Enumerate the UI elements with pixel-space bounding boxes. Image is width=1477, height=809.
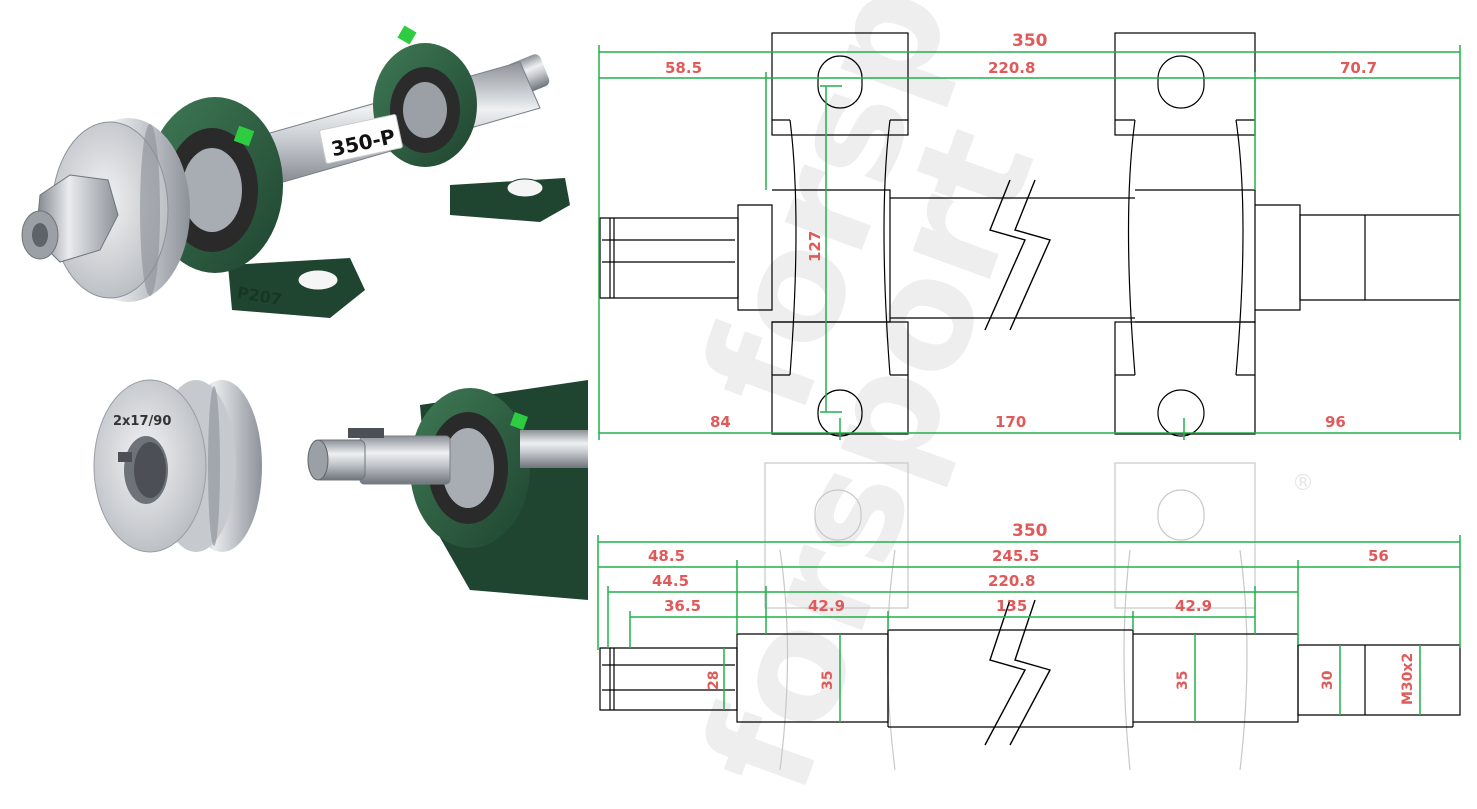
dim-side-overall: 350 — [1012, 521, 1048, 541]
dim-side-row1-right: 56 — [1368, 547, 1389, 565]
pillow-block-right — [373, 25, 570, 222]
watermark: forsport forsport ® — [670, 0, 1314, 809]
dimension-labels-side: 350 48.5 245.5 56 44.5 220.8 36.5 42.9 1… — [648, 521, 1416, 705]
dim-top-upper-middle: 220.8 — [988, 59, 1035, 77]
dim-side-row3-a: 42.9 — [808, 597, 845, 615]
dim-side-row2-left: 44.5 — [652, 572, 689, 590]
drawing-side-view — [764, 462, 1256, 771]
hex-nut — [21, 174, 119, 263]
shaft-side-outline — [599, 599, 1461, 746]
photo-shaft-assembly: 350-P P207 — [21, 25, 570, 318]
dim-top-overall: 350 — [1012, 31, 1048, 51]
dimensions-top — [598, 45, 1461, 440]
dim-side-row3-b: 135 — [996, 597, 1027, 615]
dim-side-row3-left: 36.5 — [664, 597, 701, 615]
dim-top-lower-left: 84 — [710, 413, 731, 431]
housing-right-outline — [1114, 32, 1256, 437]
dim-side-row1-middle: 245.5 — [992, 547, 1039, 565]
dim-top-lower-right: 96 — [1325, 413, 1346, 431]
dim-side-diameter-4: 30 — [1320, 670, 1336, 690]
dimensions-side — [597, 535, 1461, 722]
housing-ghost-outlines — [764, 462, 1256, 771]
dimension-labels-top: 350 58.5 220.8 70.7 84 170 96 127 — [665, 31, 1377, 431]
dim-top-vertical: 127 — [806, 231, 824, 262]
dim-side-diameter-1: 28 — [706, 671, 722, 690]
photo-shaft-closeup — [296, 372, 588, 600]
dim-side-diameter-2: 35 — [820, 671, 836, 690]
dim-top-lower-middle: 170 — [995, 413, 1026, 431]
dim-side-row3-c: 42.9 — [1175, 597, 1212, 615]
dim-side-thread: M30x2 — [1400, 653, 1416, 705]
dim-side-row2-middle: 220.8 — [988, 572, 1035, 590]
drawing-top-view — [599, 32, 1461, 437]
dim-top-upper-right: 70.7 — [1340, 59, 1377, 77]
dim-side-diameter-3: 35 — [1175, 671, 1191, 690]
housing-left-outline — [771, 32, 909, 437]
dim-side-row1-left: 48.5 — [648, 547, 685, 565]
photo-pulley: 2x17/90 — [93, 379, 262, 553]
dim-top-upper-left: 58.5 — [665, 59, 702, 77]
shaft-top-outline — [599, 179, 1461, 331]
watermark-mark: ® — [1292, 471, 1314, 496]
pulley-label: 2x17/90 — [113, 414, 171, 429]
